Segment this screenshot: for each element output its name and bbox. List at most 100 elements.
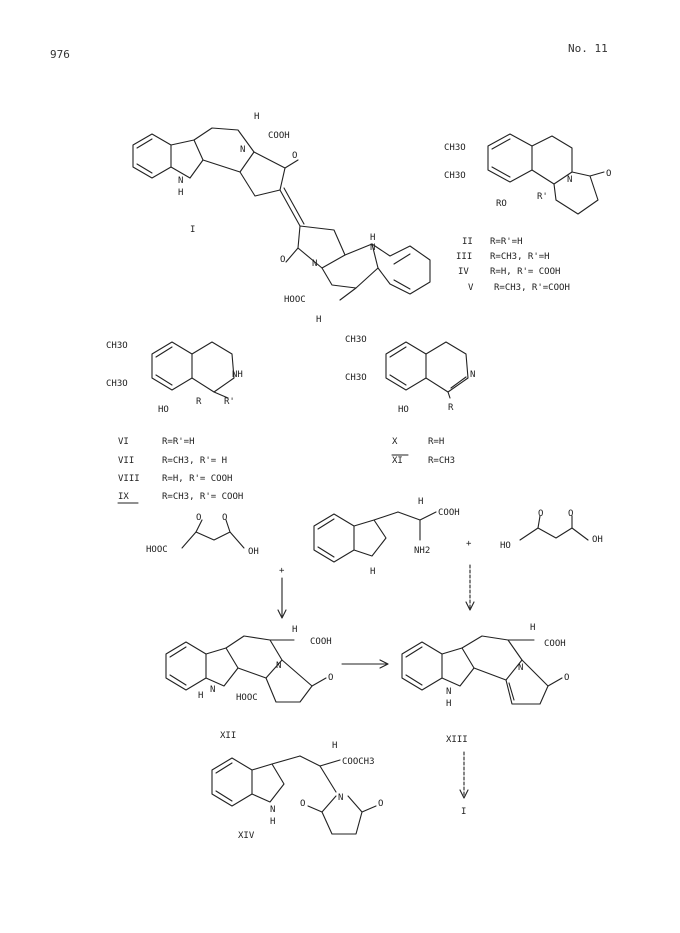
I-NH2-H: H <box>370 233 375 243</box>
II-CH3O-2: CH3O <box>444 171 466 181</box>
XIV-O2: O <box>378 799 383 809</box>
left-OH: OH <box>248 547 259 557</box>
issue-number: No. 11 <box>568 42 608 55</box>
I-COOH-top: COOH <box>268 131 290 141</box>
X-R: R <box>448 403 454 413</box>
XIII-H: H <box>530 623 535 633</box>
label-compound-I: I <box>190 225 195 235</box>
XIV-N-ind: N <box>270 805 275 815</box>
XII-N-ind: N <box>210 685 215 695</box>
XII-COOH: COOH <box>310 637 332 647</box>
I-NH1-H: H <box>178 188 183 198</box>
key-VI-num: VI <box>118 437 129 447</box>
key-II-V: II R=R'=H III R=CH3, R'=H IV R=H, R'= CO… <box>456 237 570 293</box>
key-IV-num: IV <box>458 267 469 277</box>
label-compound-XII: XII <box>220 731 236 741</box>
I-H-top: H <box>254 112 259 122</box>
right-O2: O <box>568 509 573 519</box>
left-O1: O <box>196 513 201 523</box>
X-HO: HO <box>398 405 409 415</box>
I-N1: N <box>240 145 245 155</box>
XIV-H: H <box>332 741 337 751</box>
compound-VI-structure <box>151 341 235 399</box>
X-N: N <box>470 370 475 380</box>
key-IX-desc: R=CH3, R'= COOH <box>162 492 243 502</box>
VI-CH3O-2: CH3O <box>106 379 128 389</box>
compound-I-structure <box>132 127 431 301</box>
VI-R1: R' <box>224 397 235 407</box>
right-OH: OH <box>592 535 603 545</box>
label-compound-I-product: I <box>461 807 466 817</box>
compound-XIII-structure <box>401 635 563 705</box>
XIII-N: N <box>518 663 523 673</box>
compound-XII-structure <box>165 635 327 703</box>
key-X-XI: X R=H XI R=CH3 <box>391 437 455 466</box>
plus-sign-2: + <box>466 539 472 549</box>
label-compound-XIII: XIII <box>446 735 468 745</box>
label-compound-XIV: XIV <box>238 831 255 841</box>
XII-H: H <box>292 625 297 635</box>
XIV-H-ind: H <box>270 817 275 827</box>
key-II-num: II <box>462 237 473 247</box>
key-IX-num: IX <box>118 492 129 502</box>
key-VIII-desc: R=H, R'= COOH <box>162 474 232 484</box>
key-X-num: X <box>392 437 398 447</box>
key-XI-desc: R=CH3 <box>428 456 455 466</box>
key-X-desc: R=H <box>428 437 444 447</box>
X-CH3O-2: CH3O <box>345 373 367 383</box>
trp-NH2: NH2 <box>414 546 430 556</box>
I-O1: O <box>292 151 297 161</box>
I-O2: O <box>280 255 285 265</box>
trp-COOH: COOH <box>438 508 460 518</box>
trp-H-ind: H <box>370 567 375 577</box>
key-VIII-num: VIII <box>118 474 140 484</box>
XIV-N-imide: N <box>338 793 343 803</box>
XIII-N-ind: N <box>446 687 451 697</box>
key-VI-desc: R=R'=H <box>162 437 195 447</box>
key-VII-desc: R=CH3, R'= H <box>162 456 227 466</box>
glutaric-acid-right <box>519 515 589 541</box>
II-CH3O-1: CH3O <box>444 143 466 153</box>
key-II-desc: R=R'=H <box>490 237 523 247</box>
XIV-COOCH3: COOCH3 <box>342 757 375 767</box>
X-CH3O-1: CH3O <box>345 335 367 345</box>
compound-X-structure <box>385 341 469 399</box>
VI-R: R <box>196 397 202 407</box>
left-O2: O <box>222 513 227 523</box>
II-R1: R' <box>537 192 548 202</box>
key-XI-num: XI <box>392 456 403 466</box>
VI-CH3O-1: CH3O <box>106 341 128 351</box>
II-O: O <box>606 169 611 179</box>
XII-NH: H <box>198 691 203 701</box>
key-VII-num: VII <box>118 456 134 466</box>
compound-XIV-structure <box>211 755 377 835</box>
key-III-num: III <box>456 252 472 262</box>
I-NH2-N: N <box>370 243 375 253</box>
I-N2: N <box>312 259 317 269</box>
XIII-O: O <box>564 673 569 683</box>
right-HO: HO <box>500 541 511 551</box>
key-IV-desc: R=H, R'= COOH <box>490 267 560 277</box>
key-VI-IX: VI R=R'=H VII R=CH3, R'= H VIII R=H, R'=… <box>117 437 243 504</box>
I-H-bottom: H <box>316 315 321 325</box>
compound-II-structure <box>487 133 605 215</box>
page-number: 976 <box>50 48 70 61</box>
trp-H: H <box>418 497 423 507</box>
plus-sign-1: + <box>279 566 285 576</box>
XIII-H-ind: H <box>446 699 451 709</box>
key-III-desc: R=CH3, R'=H <box>490 252 550 262</box>
left-HOOC: HOOC <box>146 545 168 555</box>
key-V-num: V <box>468 283 474 293</box>
tryptophan-structure <box>313 511 437 563</box>
XIV-O1: O <box>300 799 305 809</box>
XII-N: N <box>276 661 281 671</box>
I-HOOC-bottom: HOOC <box>284 295 306 305</box>
VI-HO: HO <box>158 405 169 415</box>
XIII-COOH: COOH <box>544 639 566 649</box>
XII-HOOC: HOOC <box>236 693 258 703</box>
II-RO: RO <box>496 199 507 209</box>
II-N: N <box>567 175 572 185</box>
VI-NH: NH <box>232 370 243 380</box>
